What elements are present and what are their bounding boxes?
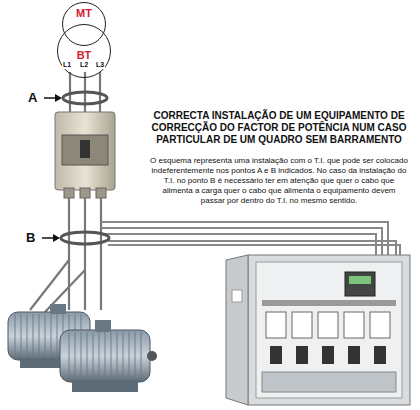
transformer-winding: BT (57, 24, 111, 78)
note: O esquema representa uma instalação com … (150, 156, 408, 206)
circuit-breaker (55, 112, 115, 190)
capacitor-cabinet (226, 255, 410, 405)
arrow-head (55, 94, 62, 102)
load-wires (30, 198, 101, 312)
motor (60, 320, 157, 392)
current-transformer (63, 92, 107, 104)
point-label: B (26, 230, 35, 245)
arrow-head (53, 234, 60, 242)
breaker-face (62, 135, 108, 165)
winding-label: MT (63, 7, 105, 19)
breaker-handle (80, 140, 90, 158)
point-label: A (28, 90, 37, 105)
current-transformer (61, 232, 109, 244)
title: CORRECTA INSTALAÇÃO DE UM EQUIPAMENTO DE… (148, 110, 410, 146)
phase-label: L1 (62, 60, 72, 69)
phase-label: L2 (79, 60, 89, 69)
phase-label: L3 (95, 60, 105, 69)
